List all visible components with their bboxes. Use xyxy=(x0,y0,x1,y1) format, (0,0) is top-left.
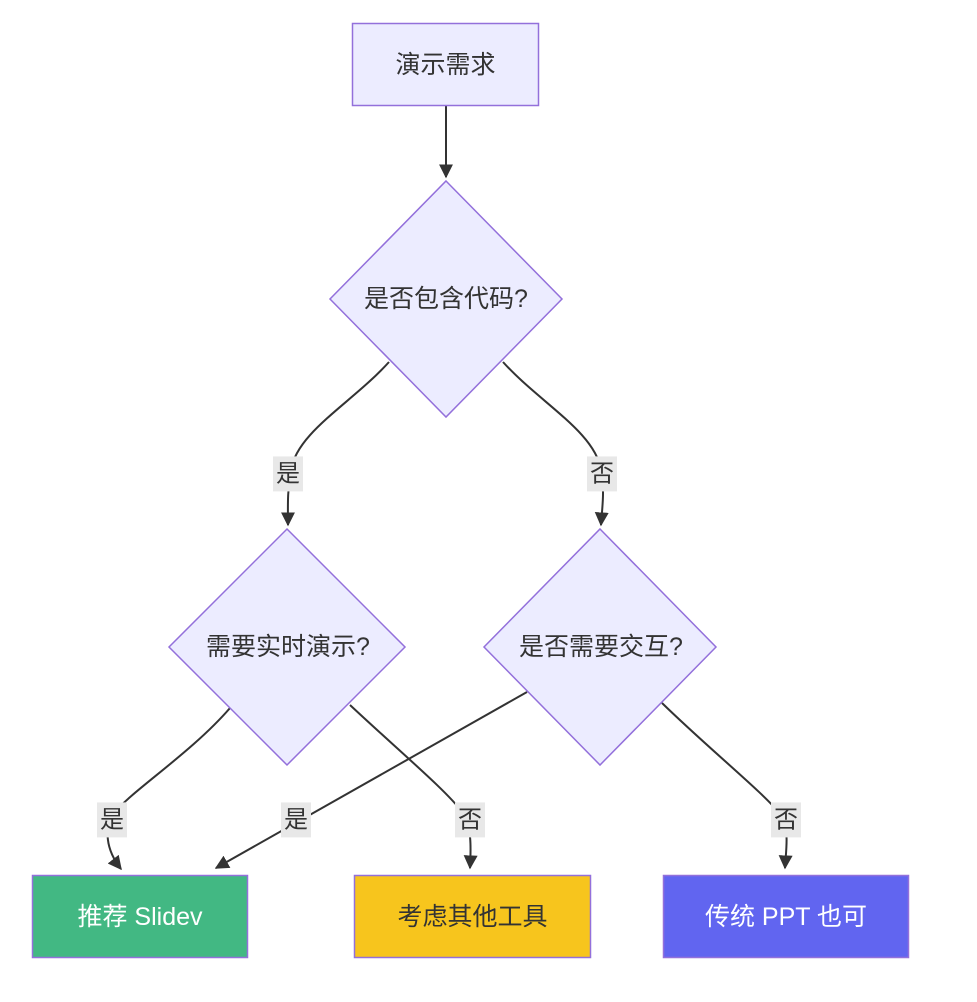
node-q-interact-shape xyxy=(482,527,718,767)
node-other-shape xyxy=(353,874,592,959)
edge-label-q-live-yes: 是 xyxy=(97,802,127,838)
node-slidev-shape xyxy=(31,874,249,959)
edge-label-q-live-no: 否 xyxy=(455,802,485,838)
node-q-interact-label: 是否需要交互? xyxy=(519,633,683,661)
edge-q-live-no-to-other xyxy=(349,704,478,870)
node-q-live-shape xyxy=(167,527,407,767)
node-q-code-shape xyxy=(328,179,564,419)
node-q-code-label: 是否包含代码? xyxy=(364,285,528,313)
edge-q-interact-yes-to-slidev xyxy=(214,691,528,869)
edge-label-q-interact-yes: 是 xyxy=(281,802,311,838)
edge-q-code-no-to-q-interact xyxy=(502,361,609,527)
node-q-live-label: 需要实时演示? xyxy=(206,633,370,661)
node-ppt-shape xyxy=(662,874,910,959)
edge-label-q-code-no: 否 xyxy=(587,456,617,492)
node-start-label: 演示需求 xyxy=(395,50,496,79)
node-ppt-label: 传统 PPT 也可 xyxy=(704,902,868,931)
edge-q-live-yes-to-slidev xyxy=(106,707,231,871)
edge-label-q-interact-no: 否 xyxy=(771,802,801,838)
node-slidev-label: 推荐 Slidev xyxy=(77,902,203,931)
node-start-shape xyxy=(351,22,540,107)
edge-label-q-code-yes: 是 xyxy=(273,456,303,492)
edge-q-interact-no-to-ppt xyxy=(661,702,793,870)
edge-q-code-yes-to-q-live xyxy=(280,361,390,527)
node-other-label: 考虑其他工具 xyxy=(397,902,548,931)
